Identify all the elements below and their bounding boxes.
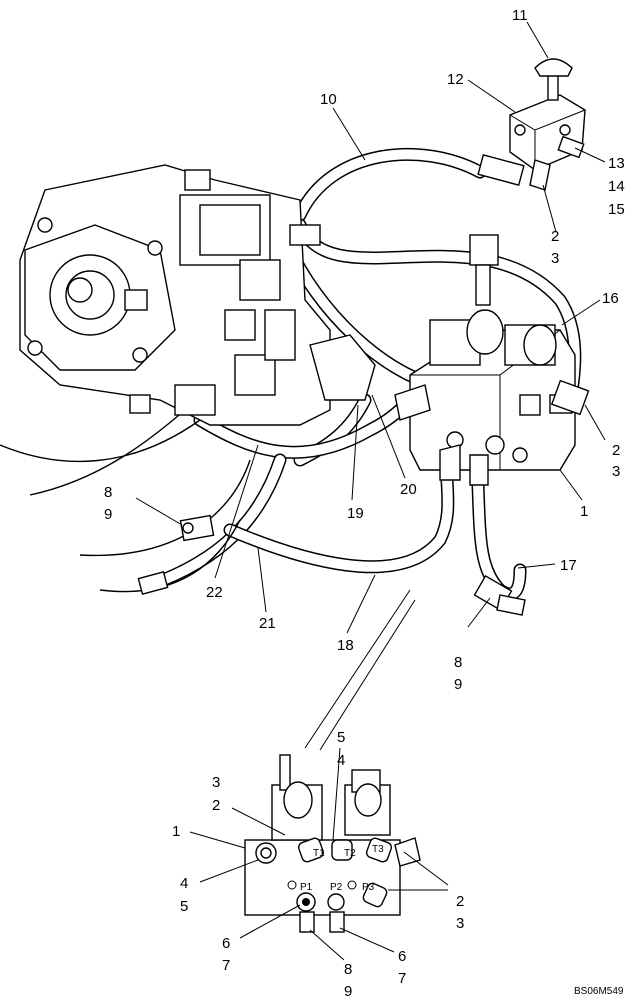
callout-18: 18: [337, 637, 354, 654]
callout-3-detail: 3: [212, 774, 220, 791]
hose-10-fitting: [477, 154, 525, 186]
callout-5-detail-top: 5: [337, 729, 345, 746]
hose-10: [293, 147, 487, 222]
hose-18: [223, 473, 455, 574]
callout-4-detail-top: 4: [337, 752, 345, 769]
callout-3-detail-right: 3: [456, 915, 464, 932]
callout-1-detail: 1: [172, 823, 180, 840]
callout-21: 21: [259, 615, 276, 632]
callout-2-detail-right: 2: [456, 893, 464, 910]
callout-labels: 11 12 10 13 14 15 2 3 16 2 3 1 8 9 20 19…: [104, 7, 625, 1000]
tube-line-1: [0, 419, 201, 463]
fitting-8-9-right: [473, 575, 526, 616]
tube-line-2: [29, 409, 186, 496]
port-mark-t3: T3: [372, 844, 384, 855]
hose-end-lower-left: [137, 571, 169, 595]
callout-12: 12: [447, 71, 464, 88]
callout-13: 13: [608, 155, 625, 172]
callout-7-detail-left: 7: [222, 957, 230, 974]
callout-3-upper: 3: [551, 250, 559, 267]
hose-16: [293, 218, 582, 397]
callout-19: 19: [347, 505, 364, 522]
callout-14: 14: [608, 178, 625, 195]
fitting-13-14-15: [529, 135, 585, 191]
leader-lines-lower: [189, 747, 449, 961]
port-mark-p3: P3: [362, 882, 375, 893]
valve-manifold-detail: T1 T2 T3 P1 P2 P3: [244, 754, 421, 933]
callout-9-detail: 9: [344, 983, 352, 1000]
callout-16: 16: [602, 290, 619, 307]
hose-22: [193, 393, 417, 459]
callout-22: 22: [206, 584, 223, 601]
leader-lines-upper: [135, 21, 606, 751]
callout-2-right: 2: [612, 442, 620, 459]
callout-4-detail: 4: [180, 875, 188, 892]
tube-line-4: [99, 519, 241, 593]
callout-10: 10: [320, 91, 337, 108]
port-mark-p2: P2: [330, 882, 343, 893]
callout-11: 11: [512, 7, 528, 24]
callout-6-detail-right: 6: [398, 948, 406, 965]
callout-3-right: 3: [612, 463, 620, 480]
callout-2-detail: 2: [212, 797, 220, 814]
callout-9-left: 9: [104, 506, 112, 523]
hoses: [0, 147, 582, 601]
callout-9-right: 9: [454, 676, 462, 693]
fitting-8-9-left: [179, 514, 215, 542]
callout-8-detail: 8: [344, 961, 352, 978]
callout-15: 15: [608, 201, 625, 218]
callout-6-detail-left: 6: [222, 935, 230, 952]
callout-8-left: 8: [104, 484, 112, 501]
callout-5-detail: 5: [180, 898, 188, 915]
callout-20: 20: [400, 481, 417, 498]
callout-7-detail-right: 7: [398, 970, 406, 987]
callout-2-upper: 2: [551, 228, 559, 245]
drawing-reference: BS06M549: [574, 986, 624, 997]
knob-11[interactable]: [534, 58, 573, 101]
callout-1-upper: 1: [580, 503, 588, 520]
port-mark-t2: T2: [344, 848, 356, 859]
callout-17: 17: [560, 557, 577, 574]
valve-manifold-upper: [394, 234, 590, 486]
hydraulic-pump: [19, 164, 376, 426]
valve-12: [509, 94, 586, 171]
port-mark-p1: P1: [300, 882, 313, 893]
port-mark-t1: T1: [313, 848, 325, 859]
callout-8-right: 8: [454, 654, 462, 671]
